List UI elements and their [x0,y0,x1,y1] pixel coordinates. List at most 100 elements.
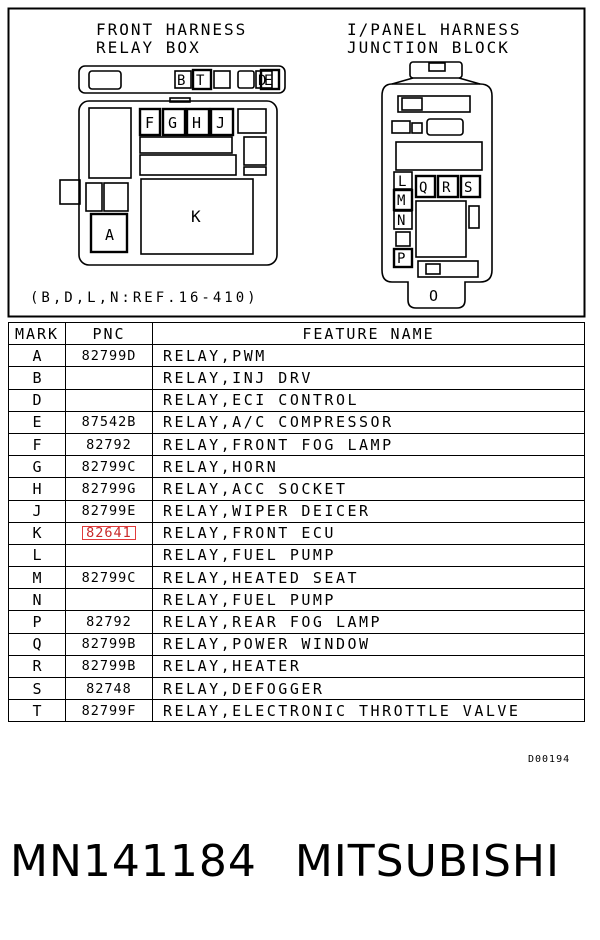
table-row: L RELAY,FUEL PUMP [8,543,585,568]
relay-slot-p [392,247,414,269]
cell-pnc [65,588,153,612]
ipanel-junction-block: L M N Q R S P O [381,61,493,309]
brand-name: MITSUBISHI [294,836,560,887]
front-harness-relay-box: B T D E F G H J K A [59,65,286,266]
cell-feature-name: RELAY,FUEL PUMP [152,543,585,568]
cell-mark: L [8,543,66,568]
svg-text:E: E [264,73,272,89]
svg-text:S: S [464,180,472,196]
left-title-line-1: FRONT HARNESS [96,20,247,39]
right-title-line-1: I/PANEL HARNESS [347,20,522,39]
cell-feature-name: RELAY,PWM [152,344,585,368]
cell-mark: P [8,610,66,634]
left-title-line-2: RELAY BOX [96,38,201,57]
cell-mark: G [8,455,66,479]
svg-text:G: G [168,114,177,132]
cell-feature-name: RELAY,HEATER [152,654,585,679]
relay-slot-k [140,178,254,255]
cell-mark: B [8,366,66,390]
cell-mark: S [8,676,66,701]
cell-pnc: 82799D [65,344,153,368]
highlighted-pnc[interactable]: 82641 [82,526,136,541]
relay-location-diagram: FRONT HARNESS RELAY BOX I/PANEL HARNESS … [7,7,586,318]
cell-pnc: 82792 [65,610,153,634]
svg-text:T: T [196,73,205,89]
relay-slot-h [185,107,211,137]
cell-mark: T [8,699,66,723]
svg-text:B: B [177,73,185,89]
svg-text:R: R [442,180,451,196]
svg-text:A: A [105,226,114,244]
relay-slot-f [138,107,162,137]
svg-text:D: D [258,73,266,89]
right-title-line-2: JUNCTION BLOCK [347,38,510,57]
cell-pnc: 82799E [65,499,153,523]
figure-code: D00194 [528,754,571,765]
cell-pnc: 82799C [65,455,153,479]
cell-feature-name: RELAY,HEATED SEAT [152,566,585,590]
svg-text:H: H [192,114,201,132]
svg-text:F: F [145,114,154,132]
cell-mark: M [8,566,66,590]
cell-mark: R [8,654,66,679]
relay-slot-o: O [429,287,438,305]
relay-slot-s [459,174,482,199]
svg-text:L: L [398,174,406,190]
cell-feature-name: RELAY,FRONT ECU [152,521,585,545]
cell-pnc: 82799C [65,566,153,590]
cell-mark: K [8,521,66,545]
cell-pnc: 82792 [65,432,153,457]
cell-pnc: 82799G [65,477,153,501]
table-header-row: MARK PNC FEATURE NAME [8,321,585,346]
cell-pnc [65,543,153,568]
cell-mark: Q [8,632,66,656]
cell-mark: A [8,344,66,368]
relay-slot-t [191,68,213,91]
cell-feature-name: RELAY,DEFOGGER [152,676,585,701]
header-mark: MARK [8,321,66,346]
cell-feature-name: RELAY,FUEL PUMP [152,588,585,612]
cell-feature-name: RELAY,POWER WINDOW [152,632,585,656]
svg-text:Q: Q [419,180,427,196]
relay-slot-q [414,174,437,199]
cell-feature-name: RELAY,ELECTRONIC THROTTLE VALVE [152,699,585,723]
relay-slot-r [436,174,460,199]
cell-pnc: 82748 [65,676,153,701]
svg-text:K: K [191,207,201,226]
cell-feature-name: RELAY,REAR FOG LAMP [152,610,585,634]
svg-text:J: J [216,114,225,132]
cell-pnc: 82641 [65,521,153,545]
cell-pnc [65,388,153,412]
cell-mark: F [8,432,66,457]
cell-pnc [65,366,153,390]
relay-slot-n [393,210,413,230]
cell-pnc: 82799B [65,654,153,679]
cell-feature-name: RELAY,ACC SOCKET [152,477,585,501]
cell-mark: J [8,499,66,523]
cell-feature-name: RELAY,ECI CONTROL [152,388,585,412]
cell-pnc: 82799B [65,632,153,656]
svg-text:P: P [397,251,405,267]
table-row: K 82641 RELAY,FRONT ECU [8,521,585,545]
cell-feature-name: RELAY,HORN [152,455,585,479]
cell-mark: H [8,477,66,501]
relay-slot-e [259,68,281,91]
header-feature-name: FEATURE NAME [152,321,585,346]
svg-text:M: M [397,193,405,209]
diagram-frame [7,7,586,318]
